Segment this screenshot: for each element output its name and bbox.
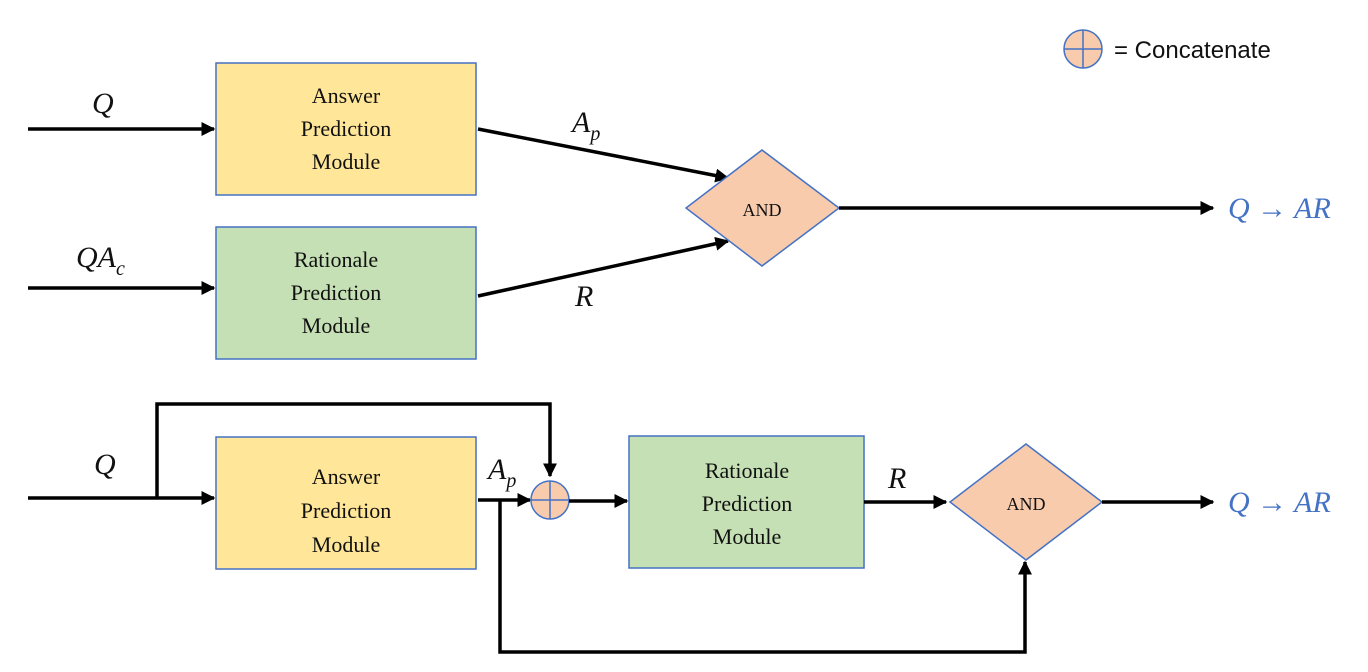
top-r-arrow [477, 236, 730, 298]
top-rationale-module-line-1: Rationale [294, 247, 378, 272]
bottom-output-label: Q → AR [1228, 486, 1331, 519]
bottom-q-skip-connection [155, 402, 557, 498]
bottom-and-label: AND [1007, 494, 1046, 514]
concatenate-legend-icon [1063, 29, 1103, 69]
top-answer-module-line-2: Prediction [301, 116, 391, 141]
top-r-label: R [574, 280, 593, 313]
bottom-r-label: R [887, 462, 906, 495]
top-rationale-module-line-3: Module [302, 313, 370, 338]
top-diagram: Q QAc Answer Prediction Module Rationale… [28, 62, 1331, 360]
top-input-qa-label: QAc [76, 241, 125, 280]
bottom-rationale-module-line-3: Module [713, 524, 781, 549]
bottom-ap-to-and-connection [498, 500, 1032, 654]
bottom-answer-prediction-module: Answer Prediction Module [215, 436, 477, 570]
top-answer-module-line-3: Module [312, 149, 380, 174]
legend-label: = Concatenate [1114, 37, 1271, 64]
bottom-ap-label: Ap [486, 453, 516, 492]
bottom-answer-module-line-2: Prediction [301, 498, 391, 523]
bottom-rationale-module-line-2: Prediction [702, 491, 792, 516]
top-input-q-label: Q [92, 87, 114, 120]
top-ap-arrow [477, 127, 730, 183]
top-and-label: AND [743, 200, 782, 220]
bottom-answer-module-line-1: Answer [312, 464, 381, 489]
bottom-rationale-module-line-1: Rationale [705, 458, 789, 483]
top-rationale-prediction-module: Rationale Prediction Module [215, 226, 477, 360]
top-and-gate: AND [684, 149, 841, 267]
top-answer-prediction-module: Answer Prediction Module [215, 62, 477, 196]
bottom-diagram: Q Answer Prediction Module Ap Rationale [28, 402, 1331, 654]
bottom-concatenate-icon [530, 480, 570, 520]
bottom-and-gate: AND [948, 443, 1104, 561]
top-ap-label: Ap [570, 106, 600, 145]
top-rationale-module-line-2: Prediction [291, 280, 381, 305]
top-output-label: Q → AR [1228, 192, 1331, 225]
bottom-answer-module-line-3: Module [312, 532, 380, 557]
legend: = Concatenate [1063, 29, 1271, 69]
bottom-input-q-label: Q [94, 448, 116, 481]
bottom-rationale-prediction-module: Rationale Prediction Module [628, 435, 865, 569]
top-answer-module-line-1: Answer [312, 83, 381, 108]
